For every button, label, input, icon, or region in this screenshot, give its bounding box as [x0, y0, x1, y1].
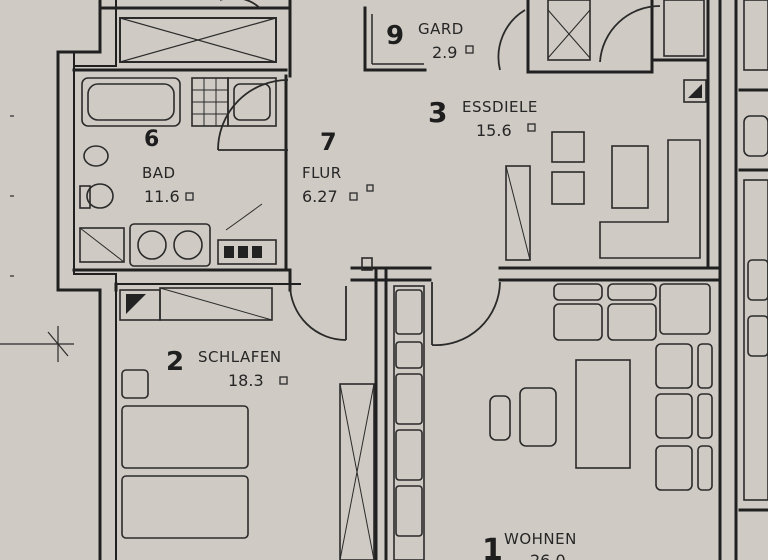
room-name: FLUR — [302, 164, 342, 182]
room-area: 15.6 — [476, 121, 512, 140]
room-name: BAD — [142, 164, 176, 182]
room-number: 1 — [482, 533, 503, 560]
bedroom-furniture — [119, 287, 375, 560]
room-area: 2.9 — [432, 43, 457, 62]
area-unit-box — [185, 192, 194, 201]
room-number: 3 — [428, 96, 447, 129]
room-label-essdiele: 3 ESSDIELE 15.6 — [428, 96, 538, 140]
walls — [56, 0, 768, 560]
bath-fixtures — [79, 77, 277, 267]
room-area: 11.6 — [144, 187, 180, 206]
room-area: 26.0 — [530, 551, 566, 560]
room-number: 7 — [320, 128, 337, 156]
room-name: WOHNEN — [504, 530, 577, 548]
area-unit-box — [465, 45, 474, 54]
room-name: SCHLAFEN — [198, 348, 282, 366]
room-label-schlafen: 2 SCHLAFEN 18.3 — [166, 347, 288, 390]
right-column-fixtures — [743, 0, 768, 501]
corridor-cabinets — [361, 257, 425, 560]
room-number: 2 — [166, 347, 184, 377]
room-name: GARD — [418, 20, 464, 38]
area-unit-box — [279, 376, 288, 385]
room-name: ESSDIELE — [462, 98, 538, 116]
room-number: 9 — [386, 21, 404, 51]
room-area: 6.27 — [302, 187, 338, 206]
area-unit-box — [349, 192, 358, 201]
door-arcs — [217, 0, 661, 346]
area-unit-box — [366, 184, 374, 192]
room-label-wohnen: 1 WOHNEN 26.0 — [482, 530, 577, 560]
area-unit-box — [527, 123, 536, 132]
room-label-gard: 9 GARD 2.9 — [386, 20, 474, 62]
room-label-flur: 7 FLUR 6.27 — [302, 128, 374, 206]
dimension-ticks — [0, 115, 74, 362]
essdiele-furniture — [505, 0, 707, 261]
room-number: 6 — [144, 127, 159, 152]
room-area: 18.3 — [228, 371, 264, 390]
room-label-bad: 6 BAD 11.6 — [142, 127, 194, 206]
living-furniture — [489, 283, 713, 491]
